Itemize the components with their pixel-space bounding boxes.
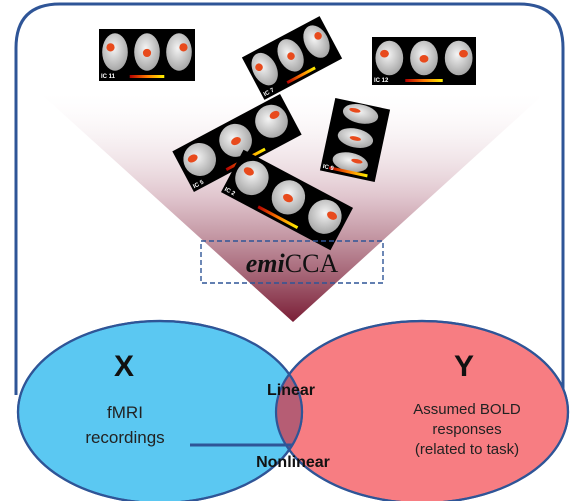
intersection-region xyxy=(190,321,302,501)
card-label: IC 12 xyxy=(374,78,389,84)
right-set-line-1: Assumed BOLD xyxy=(413,401,521,418)
brain-card: IC 2 xyxy=(220,149,354,251)
right-set-letter: Y xyxy=(454,350,474,383)
method-label: emiCCA xyxy=(246,249,339,278)
brain-view xyxy=(166,33,192,71)
card-label: IC 7 xyxy=(263,87,276,98)
color-scale xyxy=(286,66,316,84)
activation-blob xyxy=(349,136,361,141)
right-set-line-3: (related to task) xyxy=(415,441,519,458)
activation-blob xyxy=(287,52,295,60)
brain-view xyxy=(235,160,269,196)
color-scale xyxy=(257,205,299,230)
component-cards: IC 11 IC 7 IC 12 IC 5 IC 9 IC 2 xyxy=(99,16,476,251)
activation-blob xyxy=(459,49,468,58)
right-set-line-2: responses xyxy=(432,421,501,438)
brain-view xyxy=(102,33,128,71)
brain-card: IC 7 xyxy=(241,16,343,100)
activation-blob xyxy=(349,107,361,113)
brain-card: IC 12 xyxy=(372,37,476,85)
activation-blob xyxy=(255,63,263,72)
activation-blob xyxy=(380,49,389,58)
nonlinear-label: Nonlinear xyxy=(256,454,330,471)
card-label: IC 2 xyxy=(223,187,236,198)
brain-view xyxy=(183,142,217,176)
activation-blob xyxy=(419,55,429,63)
brain-card: IC 9 xyxy=(319,97,391,183)
card-label: IC 11 xyxy=(101,74,116,80)
left-set-outline xyxy=(16,319,304,501)
brain-view xyxy=(375,40,404,76)
card-label: IC 5 xyxy=(192,179,205,190)
color-scale xyxy=(328,166,368,178)
activation-blob xyxy=(283,193,294,203)
activation-blob xyxy=(269,110,280,119)
activation-blob xyxy=(142,48,152,58)
left-set-line-1: fMRI xyxy=(107,403,143,422)
frame-border xyxy=(14,2,565,395)
activation-blob xyxy=(106,43,115,52)
activation-blob xyxy=(243,167,254,176)
brain-view xyxy=(308,199,342,234)
brain-view xyxy=(332,152,368,173)
brain-view xyxy=(251,52,278,86)
method-box xyxy=(200,240,384,284)
activation-blob xyxy=(179,43,188,52)
left-set-letter: X xyxy=(114,350,134,383)
color-scale xyxy=(405,79,443,82)
color-scale xyxy=(129,75,165,78)
left-set-line-2: recordings xyxy=(85,428,164,447)
activation-blob xyxy=(351,158,363,164)
brain-card: IC 11 xyxy=(99,29,195,81)
card-label: IC 9 xyxy=(322,164,335,172)
linear-label: Linear xyxy=(267,382,315,399)
brain-view xyxy=(444,40,473,76)
activation-blob xyxy=(231,137,241,146)
right-set-outline xyxy=(274,319,570,501)
activation-blob xyxy=(187,154,198,163)
activation-blob xyxy=(327,211,338,220)
activation-blob xyxy=(314,32,322,40)
brain-view xyxy=(255,104,288,138)
brain-view xyxy=(303,25,330,58)
